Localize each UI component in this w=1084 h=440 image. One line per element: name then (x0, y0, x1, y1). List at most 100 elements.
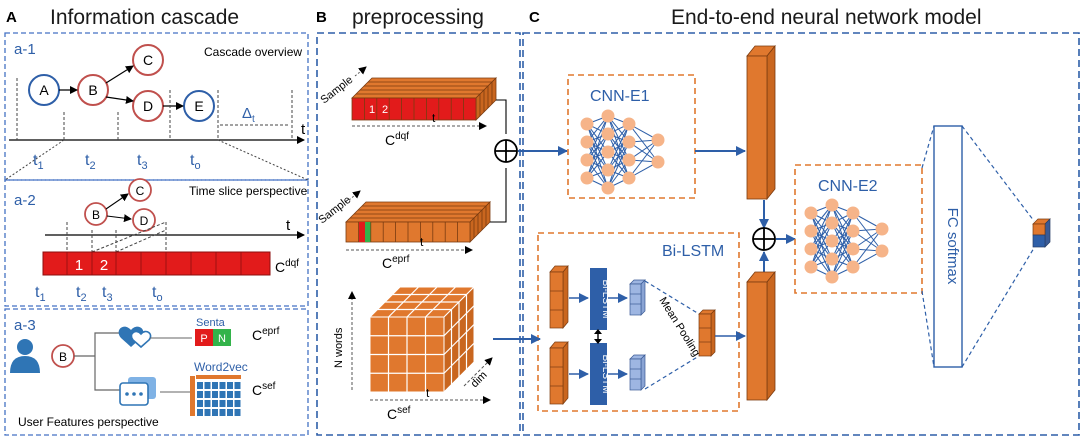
dim-arrow (463, 357, 493, 387)
embedding-column-2 (549, 341, 569, 405)
a2-matrix (42, 251, 271, 276)
dqf-merge-line (496, 99, 507, 134)
a2-cell-1: 1 (75, 257, 83, 274)
bilstm-box (537, 232, 740, 412)
a3-caption: User Features perspective (18, 415, 159, 429)
a2-tick-t2: t2 (76, 284, 87, 304)
delta-label: Δt (242, 105, 255, 125)
network-edge (628, 139, 659, 179)
a2-tick-line (91, 221, 167, 253)
panel-c-title: End-to-end neural network model (671, 6, 982, 29)
a2-axis-t: t (286, 217, 291, 234)
network-edge (831, 212, 854, 260)
word2vec-top (196, 375, 241, 379)
eprf-label: Ceprf (382, 254, 410, 271)
cnn-e1-network (580, 109, 665, 195)
edge-b-d (105, 96, 134, 104)
word2vec-cell (234, 400, 241, 407)
network-edge (831, 230, 854, 278)
neuron (580, 153, 594, 167)
word2vec-cell (219, 382, 226, 389)
word2vec-cell (234, 391, 241, 398)
word2vec-cell (212, 400, 218, 407)
neuron (622, 171, 636, 185)
panel-b-letter: B (316, 9, 327, 26)
network-edge (852, 228, 883, 268)
neuron (580, 171, 594, 185)
neuron (846, 206, 860, 220)
a2-tick-t3: t3 (102, 284, 113, 304)
panel-c-letter: C (529, 9, 540, 26)
cnn-e2-network (804, 198, 889, 284)
a3-csef: Csef (252, 381, 276, 398)
a1-node-c (132, 44, 164, 76)
panel-a-title: Information cascade (50, 6, 239, 29)
a1-tick-t1: t1 (33, 152, 44, 172)
word2vec-cell (204, 400, 211, 407)
neuron (825, 198, 839, 212)
neuron (825, 234, 839, 248)
word2vec-label: Word2vec (194, 360, 248, 374)
cnn-e1-feature-vector (746, 44, 776, 201)
word2vec-cell (197, 400, 203, 407)
a3-box (4, 308, 309, 436)
dqf-tensor (351, 77, 497, 121)
word2vec-cell (234, 409, 241, 416)
a1-node-e-label: E (194, 98, 203, 114)
word2vec-cell (227, 382, 233, 389)
senta-p: P (200, 333, 207, 345)
network-edge (607, 141, 630, 189)
word2vec-cell (219, 391, 226, 398)
a1-box (4, 32, 309, 181)
network-edge (831, 212, 854, 278)
senta-label: Senta (196, 317, 226, 329)
word2vec-cell (204, 391, 211, 398)
neuron (601, 145, 615, 159)
neuron (804, 206, 818, 220)
a1-node-c-label: C (143, 52, 153, 68)
neuron (580, 135, 594, 149)
bilstm-block-2-label: Bi-LSTM (600, 355, 611, 394)
fc-softmax-layer (933, 125, 963, 368)
word2vec-cell (234, 382, 241, 389)
neuron (804, 260, 818, 274)
a3-node-b-label: B (59, 350, 67, 364)
dqf-sample-arrow (354, 66, 367, 77)
neuron (846, 242, 860, 256)
hidden-state-1 (629, 279, 646, 316)
sef-t: t (426, 386, 430, 400)
a1-node-b-label: B (88, 82, 97, 98)
a2-label: a-2 (14, 192, 36, 209)
bilstm-block-2 (590, 343, 607, 405)
user-icon (10, 339, 40, 373)
a2-tick-line (115, 229, 167, 253)
pooling-lines (644, 280, 700, 390)
network-edge (628, 123, 659, 163)
neuron (601, 109, 615, 123)
senta-n: N (218, 333, 226, 345)
dqf-cell-1: 1 (369, 104, 375, 116)
eprf-merge-line (490, 168, 507, 223)
network-edge (810, 204, 833, 268)
a2-cell-2: 2 (100, 257, 108, 274)
word2vec-cell (219, 409, 226, 416)
dqf-t: t (432, 111, 436, 125)
panel-b-title: preprocessing (352, 6, 484, 29)
a2-node-b (84, 202, 108, 226)
a1-tick-t3: t3 (137, 152, 148, 172)
neuron (804, 224, 818, 238)
word2vec-cell (204, 382, 211, 389)
cnn-e1-box (567, 74, 696, 199)
neuron (875, 222, 889, 236)
network-edge (810, 204, 833, 250)
a1-node-b (77, 74, 109, 106)
network-edge (586, 133, 609, 179)
neuron (580, 117, 594, 131)
neuron (601, 181, 615, 195)
bilstm-block-1 (590, 268, 607, 330)
word2vec-cell (197, 391, 203, 398)
neuron (825, 270, 839, 284)
a2-node-d-label: D (140, 214, 149, 228)
network-edge (607, 123, 630, 189)
